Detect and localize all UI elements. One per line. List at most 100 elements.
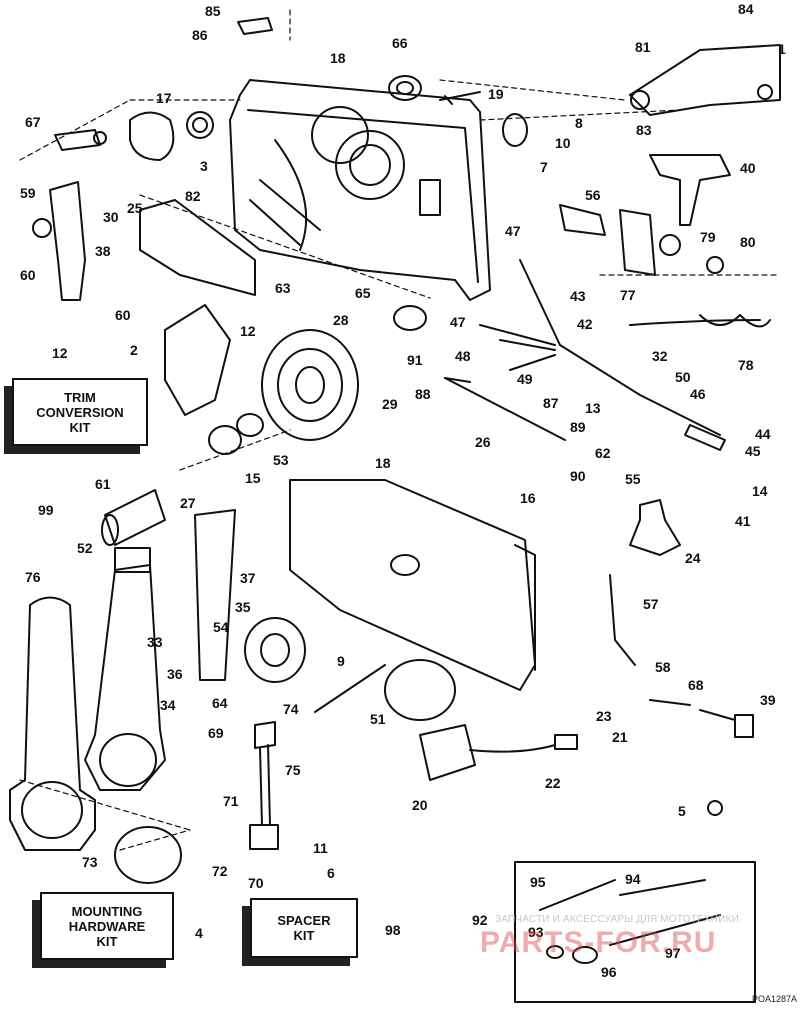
boot-66 bbox=[388, 75, 422, 101]
callout: 36 bbox=[167, 666, 183, 682]
callout: 42 bbox=[577, 316, 593, 332]
callout: 24 bbox=[685, 550, 701, 566]
callout-numbers: 85 86 18 66 84 81 1 67 17 19 8 10 83 7 3… bbox=[20, 1, 786, 980]
callout: 92 bbox=[472, 912, 488, 928]
trim-conversion-kit-label: TRIM CONVERSION KIT bbox=[12, 378, 148, 446]
disc-7 bbox=[502, 113, 528, 147]
callout: 30 bbox=[103, 209, 119, 225]
callout: 54 bbox=[213, 619, 229, 635]
callout: 39 bbox=[760, 692, 776, 708]
callout: 63 bbox=[275, 280, 291, 296]
callout: 21 bbox=[612, 729, 628, 745]
callout: 15 bbox=[245, 470, 261, 486]
callout: 22 bbox=[545, 775, 561, 791]
callout: 6 bbox=[327, 865, 335, 881]
callout: 79 bbox=[700, 229, 716, 245]
callout: 76 bbox=[25, 569, 41, 585]
clip-5 bbox=[707, 800, 723, 816]
callout: 13 bbox=[585, 400, 601, 416]
spring-68 bbox=[649, 699, 691, 706]
callout: 71 bbox=[223, 793, 239, 809]
control-housing-upper bbox=[229, 79, 491, 301]
bracket-85 bbox=[237, 17, 273, 35]
callout: 78 bbox=[738, 357, 754, 373]
callout: 44 bbox=[755, 426, 771, 442]
callout: 59 bbox=[20, 185, 36, 201]
connector-69-71 bbox=[249, 721, 279, 850]
callout: 2 bbox=[130, 342, 138, 358]
callout: 91 bbox=[407, 352, 423, 368]
callout: 60 bbox=[115, 307, 131, 323]
bracket-40 bbox=[649, 154, 731, 226]
rod-91 bbox=[444, 377, 566, 441]
cam-17-3 bbox=[129, 111, 214, 161]
callout: 32 bbox=[652, 348, 668, 364]
callout: 83 bbox=[636, 122, 652, 138]
callout: 41 bbox=[735, 513, 751, 529]
callout: 33 bbox=[147, 634, 163, 650]
ring-37 bbox=[244, 617, 306, 683]
callout: 98 bbox=[385, 922, 401, 938]
callout: 97 bbox=[665, 945, 681, 961]
callout: 47 bbox=[450, 314, 466, 330]
watermark-tagline: ЗАПЧАСТИ И АКСЕССУАРЫ ДЛЯ МОТОТЕХНИКИ bbox=[495, 914, 740, 925]
callout: 81 bbox=[635, 39, 651, 55]
callout: 17 bbox=[156, 90, 172, 106]
callout: 90 bbox=[570, 468, 586, 484]
callout: 65 bbox=[355, 285, 371, 301]
callout: 5 bbox=[678, 803, 686, 819]
callout: 20 bbox=[412, 797, 428, 813]
callout: 55 bbox=[625, 471, 641, 487]
lever-2 bbox=[164, 304, 231, 416]
callout: 77 bbox=[620, 287, 636, 303]
callout: 35 bbox=[235, 599, 251, 615]
callout: 25 bbox=[127, 200, 143, 216]
callout: 18 bbox=[375, 455, 391, 471]
callout: 3 bbox=[200, 158, 208, 174]
callout: 60 bbox=[20, 267, 36, 283]
callout: 34 bbox=[160, 697, 176, 713]
callout: 68 bbox=[688, 677, 704, 693]
gear-plate-29 bbox=[261, 329, 359, 441]
callout: 93 bbox=[528, 924, 544, 940]
callout: 94 bbox=[625, 871, 641, 887]
callout: 37 bbox=[240, 570, 256, 586]
rod-57 bbox=[609, 574, 636, 666]
callout: 12 bbox=[52, 345, 68, 361]
switch-56 bbox=[559, 204, 656, 276]
callout: 27 bbox=[180, 495, 196, 511]
callout: 89 bbox=[570, 419, 586, 435]
callout: 85 bbox=[205, 3, 221, 19]
callout: 74 bbox=[283, 701, 299, 717]
callout: 45 bbox=[745, 443, 761, 459]
callout: 14 bbox=[752, 483, 768, 499]
lever-38 bbox=[32, 181, 86, 301]
callout: 16 bbox=[520, 490, 536, 506]
screw-19 bbox=[439, 91, 481, 105]
callout: 52 bbox=[77, 540, 93, 556]
callout: 69 bbox=[208, 725, 224, 741]
ring-65 bbox=[393, 305, 427, 331]
callout: 82 bbox=[185, 188, 201, 204]
plate-63 bbox=[139, 199, 256, 296]
callout: 88 bbox=[415, 386, 431, 402]
callout: 62 bbox=[595, 445, 611, 461]
callout: 9 bbox=[337, 653, 345, 669]
callout: 58 bbox=[655, 659, 671, 675]
callout: 29 bbox=[382, 396, 398, 412]
mounting-hardware-kit-label: MOUNTING HARDWARE KIT bbox=[40, 892, 174, 960]
handle-76 bbox=[9, 596, 96, 851]
callout: 12 bbox=[240, 323, 256, 339]
grip-61 bbox=[101, 489, 166, 546]
lanyard-78 bbox=[629, 314, 771, 328]
cam-24 bbox=[629, 499, 681, 556]
callout: 75 bbox=[285, 762, 301, 778]
callout: 72 bbox=[212, 863, 228, 879]
key-80 bbox=[659, 234, 724, 274]
callout: 50 bbox=[675, 369, 691, 385]
watermark-logo: PARTS-FOR.RU bbox=[480, 926, 717, 959]
callout: 23 bbox=[596, 708, 612, 724]
spacer-kit-label: SPACER KIT bbox=[250, 898, 358, 958]
knob-39 bbox=[699, 709, 754, 738]
